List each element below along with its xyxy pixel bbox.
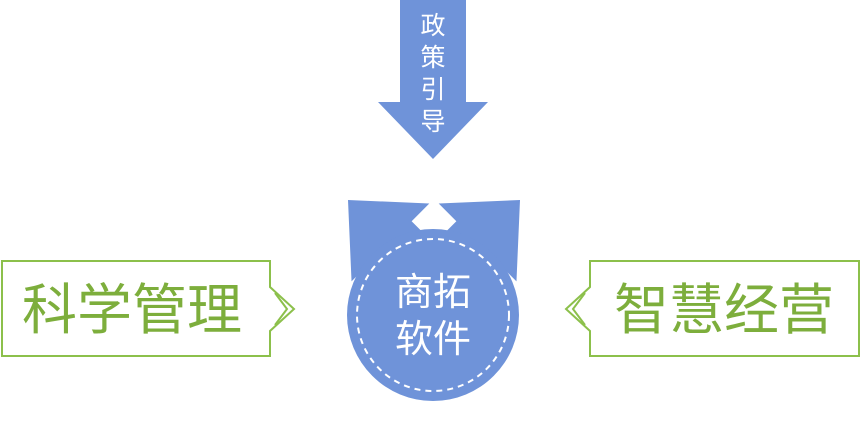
right-side-label: 智慧经营 — [614, 278, 834, 342]
center-node: 商拓 软件 — [347, 229, 519, 401]
left-side-label: 科学管理 — [22, 278, 242, 342]
left-arrow-char-4: 求 — [292, 147, 330, 185]
top-arrow: 政 策 引 导 — [378, 0, 488, 159]
right-arrow-char-1: 行 — [605, 79, 643, 117]
center-label-line-2: 软件 — [395, 317, 471, 361]
left-side-box-outline — [1, 260, 296, 357]
top-arrow-char-1: 政 — [420, 11, 445, 40]
top-arrow-char-4: 导 — [420, 107, 445, 136]
center-circle-dashed-ring — [356, 238, 510, 392]
right-side-chevron — [571, 292, 586, 326]
center-label-line-1: 商拓 — [395, 270, 471, 314]
left-side-chevron — [274, 292, 289, 326]
right-side-box-outline — [564, 260, 860, 357]
center-circle — [347, 229, 519, 401]
right-side-box: 智慧经营 — [564, 260, 860, 357]
left-side-box: 科学管理 — [1, 260, 296, 357]
top-arrow-char-3: 引 — [420, 75, 445, 104]
top-arrow-char-2: 策 — [420, 43, 445, 72]
top-arrow-shape — [378, 0, 488, 159]
